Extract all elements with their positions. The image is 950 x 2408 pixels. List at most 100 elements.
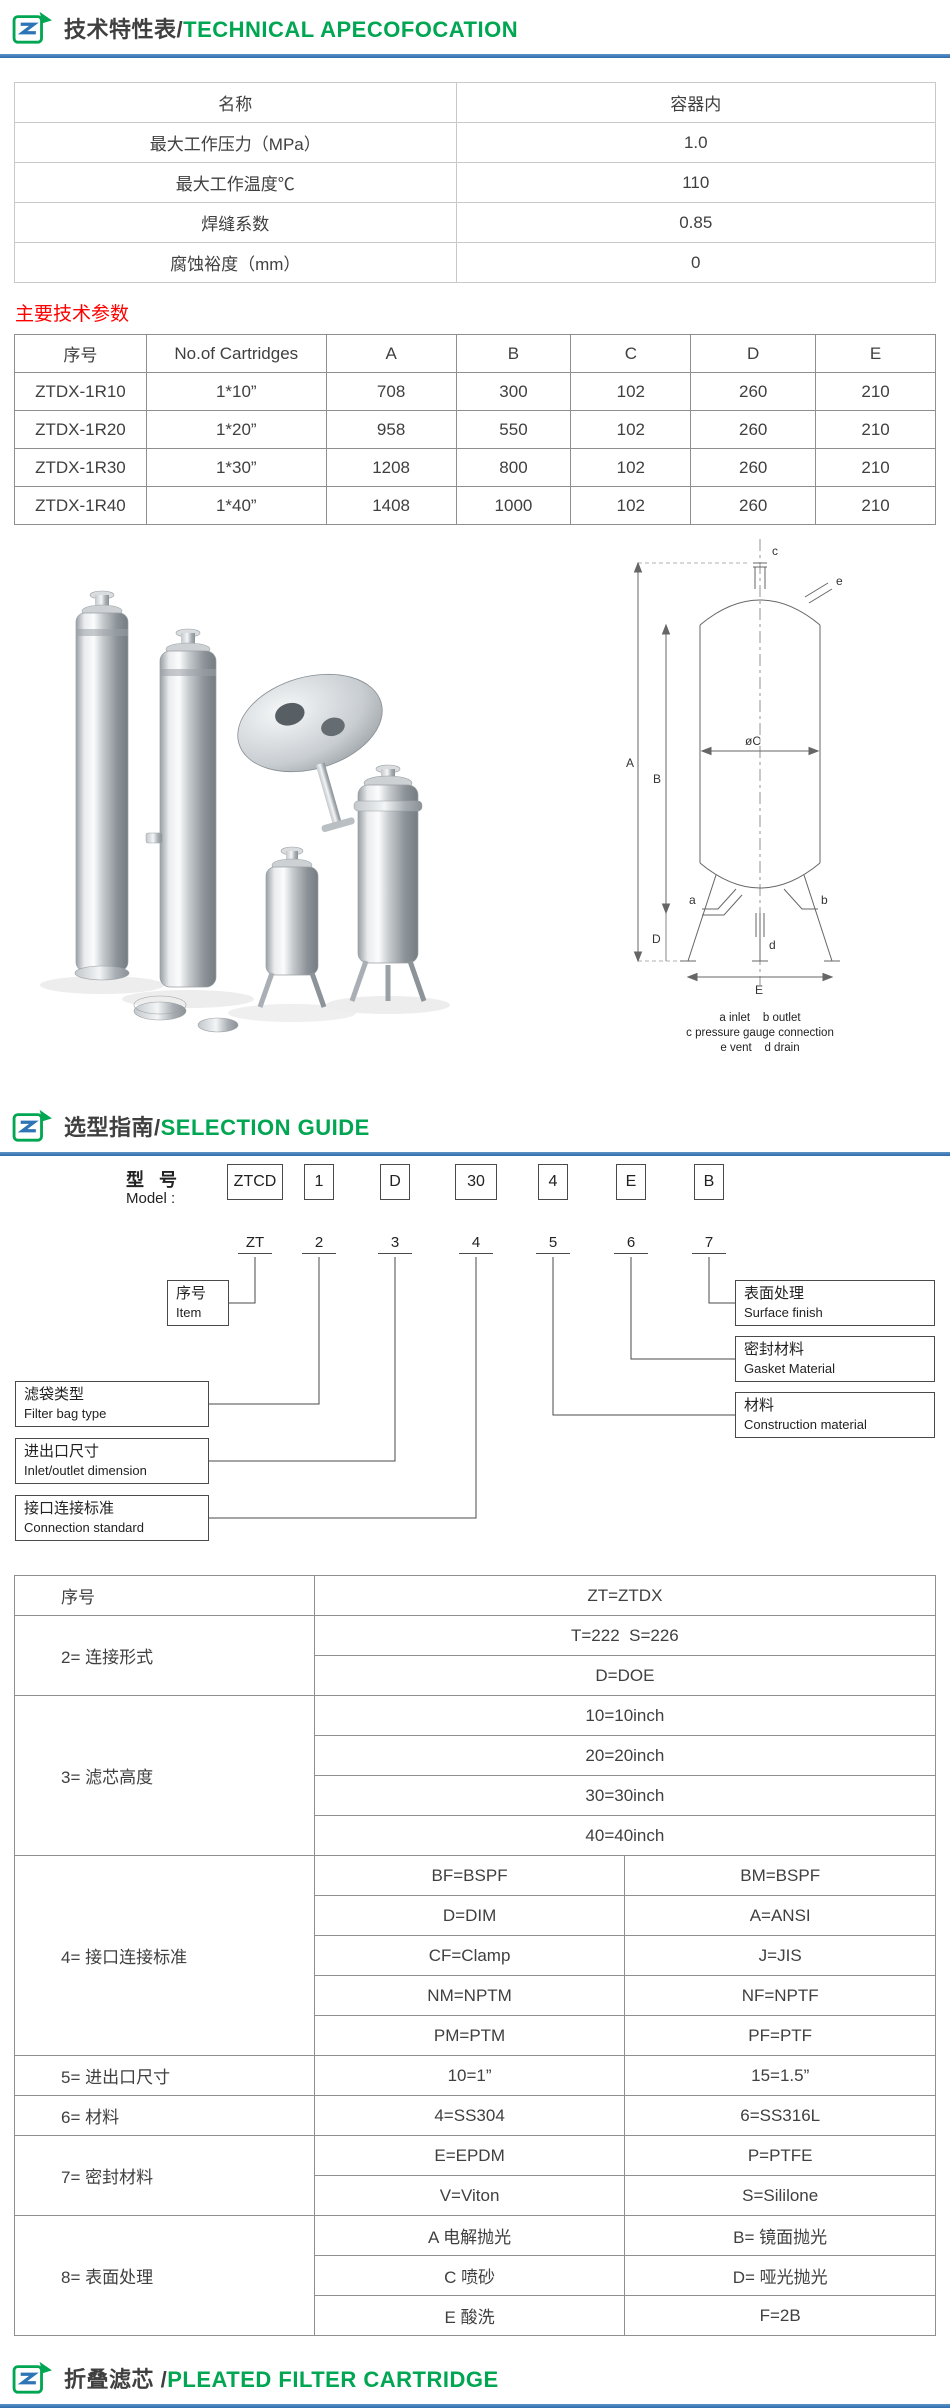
cell: 260 [690, 486, 817, 525]
brand-logo-icon [12, 10, 54, 46]
cell: 20=20inch [313, 1735, 937, 1776]
label-en: Surface finish [744, 1305, 823, 1321]
model-code-box: 1 [304, 1164, 334, 1200]
cell: 7= 密封材料 [14, 2135, 315, 2216]
cell: 550 [455, 410, 572, 449]
spec-label-cell: 最大工作温度℃ [14, 162, 457, 203]
cell: 210 [815, 486, 936, 525]
table-row: V=Viton S=Sililone [15, 2175, 936, 2216]
title-zh: 技术特性表/ [64, 17, 184, 42]
label-zh: 进出口尺寸 [24, 1443, 100, 1460]
selection-section-header: 选型指南/SELECTION GUIDE [12, 1078, 950, 1144]
pleated-section-title: 折叠滤芯 /PLEATED FILTER CARTRIDGE [64, 2362, 499, 2394]
cell: F=2B [624, 2295, 936, 2336]
container-spec-table: 名称 容器内 最大工作压力（MPa） 1.0 最大工作温度℃ 110 焊缝系数 … [14, 82, 937, 283]
table-row: 序号 ZT=ZTDX [14, 1575, 937, 1616]
cell: ZTDX-1R30 [14, 448, 147, 487]
cell: 40=40inch [313, 1815, 937, 1856]
cell: 序号 [14, 1575, 315, 1616]
cell: 1*10” [145, 372, 327, 411]
position-label: 3 [378, 1234, 412, 1254]
table-row: 最大工作压力（MPa） 1.0 [14, 122, 937, 163]
model-code-box: B [694, 1164, 724, 1200]
header-cell: B [455, 334, 572, 373]
filter-bag-type-box: 滤袋类型 Filter bag type [15, 1381, 209, 1427]
title-en: PLEATED FILTER CARTRIDGE [167, 2367, 499, 2392]
cell: B= 镜面抛光 [624, 2215, 936, 2256]
cell: 5= 进出口尺寸 [14, 2055, 315, 2096]
legend-line: a inlet b outlet [719, 1012, 801, 1024]
label-en: Construction material [744, 1417, 867, 1433]
cell: 800 [455, 448, 572, 487]
gasket-material-box: 密封材料 Gasket Material [735, 1336, 935, 1382]
main-parameters-label: 主要技术参数 [15, 304, 130, 325]
cell: 958 [325, 410, 457, 449]
cell: BM=BSPF [624, 1855, 936, 1896]
cell: D= 哑光抛光 [624, 2255, 936, 2296]
cell: 1*40” [145, 486, 327, 525]
cell: E 酸洗 [313, 2295, 626, 2336]
inlet-outlet-dimension-box: 进出口尺寸 Inlet/outlet dimension [15, 1438, 209, 1484]
tech-section-header: 技术特性表/TECHNICAL APECOFOCATION [12, 0, 950, 46]
vessel-outline [633, 539, 840, 985]
model-code-box: 30 [455, 1164, 497, 1200]
tech-section-title: 技术特性表/TECHNICAL APECOFOCATION [64, 12, 518, 44]
filter-housing-short [257, 846, 327, 1008]
label-d: d [769, 938, 776, 952]
cell: NM=NPTM [313, 1975, 626, 2016]
table-row: PM=PTM PF=PTF [15, 2015, 936, 2056]
model-code-box: E [616, 1164, 646, 1200]
table-row: 30=30inch [15, 1775, 937, 1816]
cell: D=DIM [313, 1895, 626, 1936]
cell: T=222 S=226 [313, 1615, 937, 1656]
label-diameter: øC [745, 734, 761, 748]
spec-label-cell: 名称 [14, 82, 457, 123]
filter-housing-tall [74, 590, 130, 981]
spec-value-cell: 0 [455, 242, 937, 283]
cell: ZT=ZTDX [313, 1575, 937, 1616]
filter-housing-legs [349, 764, 427, 1002]
cell: 30=30inch [313, 1775, 937, 1816]
item-label-box: 序号 Item [167, 1280, 229, 1326]
connection-standard-box: 接口连接标准 Connection standard [15, 1495, 209, 1541]
table-row: 4= 接口连接标准 BF=BSPF BM=BSPF [14, 1855, 936, 2056]
label-dim-e: E [755, 983, 763, 997]
cell: CF=Clamp [313, 1935, 626, 1976]
connector-lines [209, 1257, 735, 1519]
spec-label-cell: 焊缝系数 [14, 202, 457, 243]
cell: 4=SS304 [313, 2095, 626, 2136]
cell: 260 [690, 372, 817, 411]
legend-line: c pressure gauge connection [686, 1027, 834, 1039]
label-a: a [689, 893, 696, 907]
model-code-box: 4 [538, 1164, 568, 1200]
position-label: 7 [692, 1234, 726, 1254]
cell: 102 [570, 410, 692, 449]
section-divider [0, 1152, 950, 1156]
label-dim-a: A [626, 756, 634, 770]
table-row: 7= 密封材料 E=EPDM P=PTFE [14, 2135, 936, 2216]
table-row: 名称 容器内 [14, 82, 937, 123]
table-row: 2= 连接形式 T=222 S=226 [14, 1615, 937, 1696]
cell: NF=NPTF [624, 1975, 936, 2016]
label-dim-b: B [653, 772, 661, 786]
legend-line: e vent d drain [720, 1042, 799, 1054]
label-zh: 接口连接标准 [24, 1500, 115, 1517]
cell: C 喷砂 [313, 2255, 626, 2296]
brand-logo-icon [12, 2360, 54, 2396]
product-images-row: c e A B øC a b D E d a inlet b outlet c … [0, 533, 950, 1078]
table-row: 3= 滤芯高度 10=10inch [14, 1695, 937, 1856]
label-b: b [821, 893, 828, 907]
cell: 708 [325, 372, 457, 411]
spec-value-cell: 1.0 [455, 122, 937, 163]
drawing-dimension-labels: c e A B øC a b D E d [626, 544, 843, 997]
table-row: 6= 材料 4=SS304 6=SS316L [14, 2095, 936, 2136]
title-zh: 折叠滤芯 / [64, 2367, 168, 2392]
label-en: Inlet/outlet dimension [24, 1463, 147, 1479]
selection-options-table: 序号 ZT=ZTDX 2= 连接形式 T=222 S=226 D=DOE 3= … [14, 1575, 937, 2336]
cell: 6=SS316L [624, 2095, 936, 2136]
header-cell: D [690, 334, 817, 373]
table-row: ZTDX-1R40 1*40” 1408 1000 102 260 210 [14, 486, 936, 525]
table-header-row: 序号 No.of Cartridges A B C D E [14, 334, 936, 373]
model-code-box: ZTCD [227, 1164, 283, 1200]
model-label-en: Model : [126, 1190, 176, 1207]
